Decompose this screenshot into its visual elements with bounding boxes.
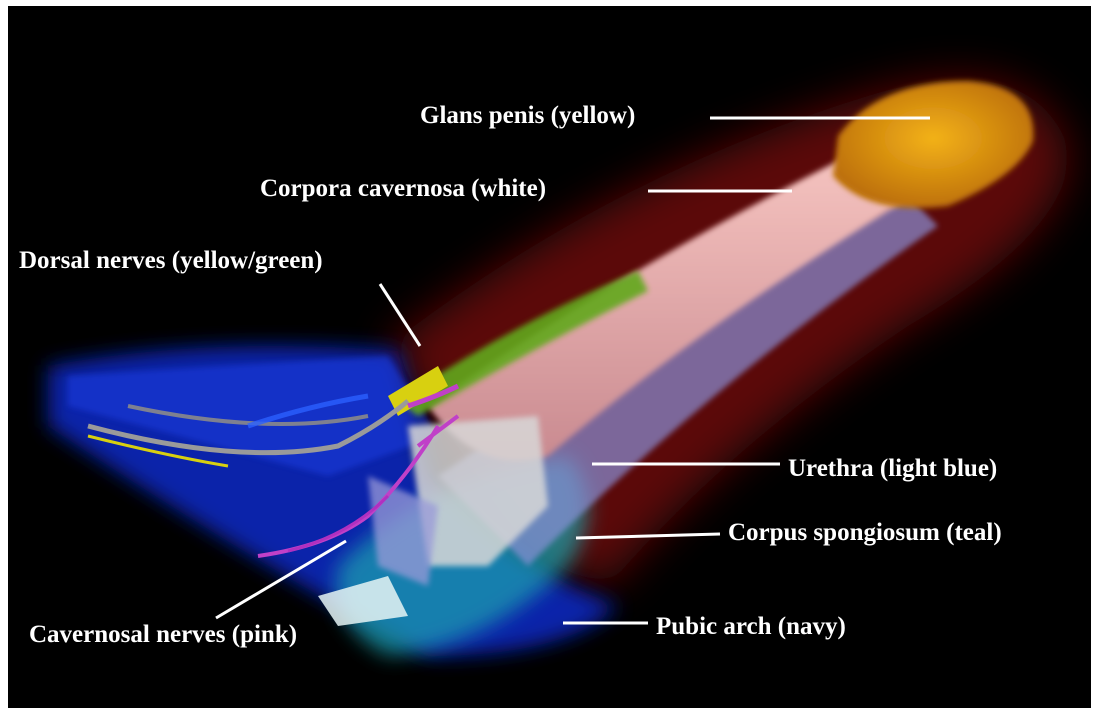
label-cavernosal-nerves: Cavernosal nerves (pink) xyxy=(29,620,297,650)
anatomy-render-panel: Glans penis (yellow) Corpora cavernosa (… xyxy=(8,6,1091,708)
label-corpora-cavernosa: Corpora cavernosa (white) xyxy=(260,174,546,204)
label-glans-penis: Glans penis (yellow) xyxy=(420,101,635,131)
dorsal-nerves-leader-line xyxy=(380,284,420,346)
label-dorsal-nerves: Dorsal nerves (yellow/green) xyxy=(19,246,323,276)
label-urethra: Urethra (light blue) xyxy=(788,454,997,484)
label-corpus-spongiosum: Corpus spongiosum (teal) xyxy=(728,518,1002,548)
label-pubic-arch: Pubic arch (navy) xyxy=(656,612,846,642)
